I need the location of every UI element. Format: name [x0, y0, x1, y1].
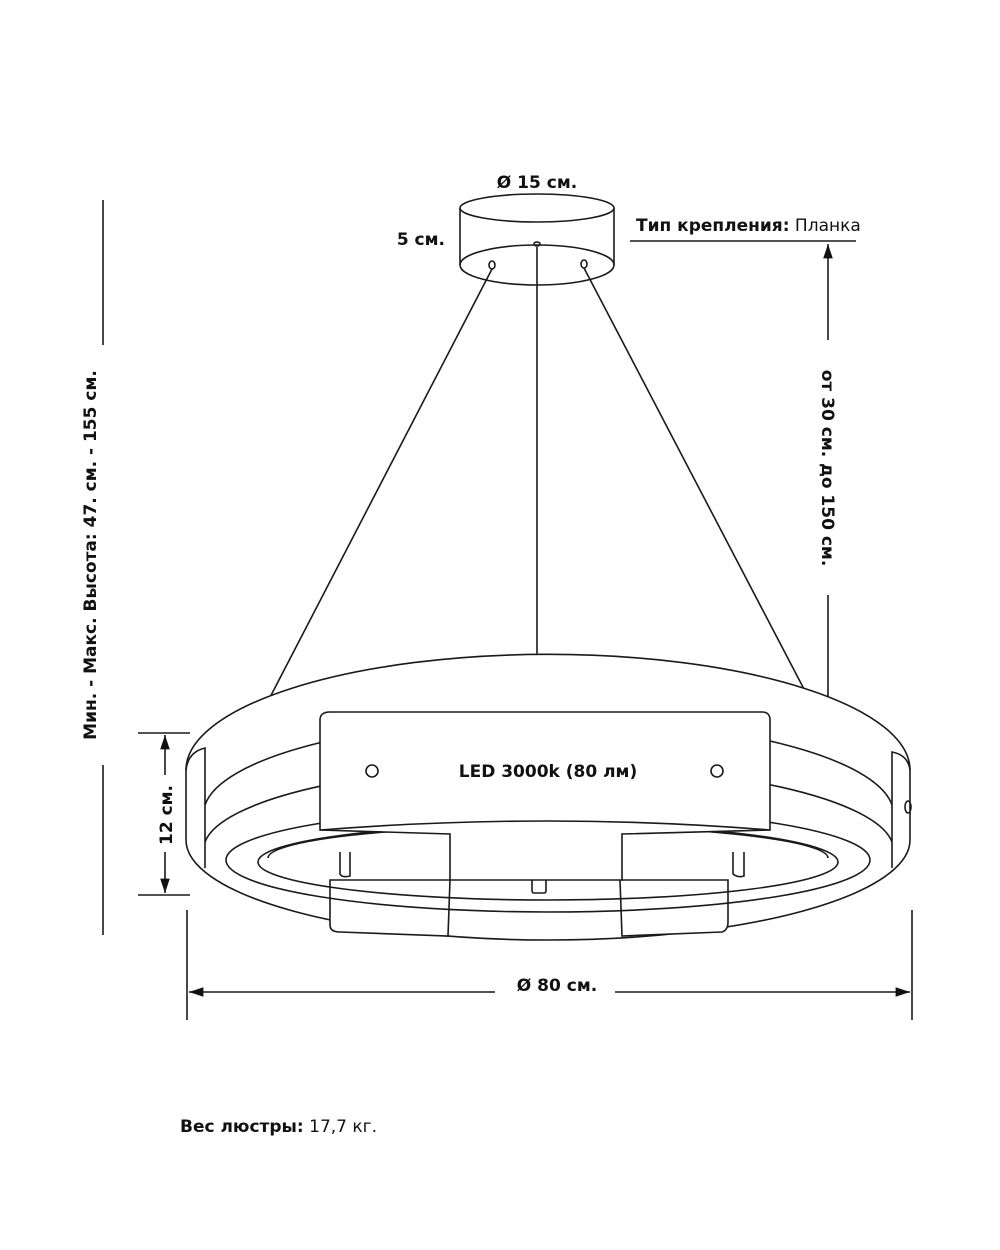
ring-body	[185, 653, 912, 941]
wire-hole	[533, 241, 541, 247]
led-label: LED 3000k (80 лм)	[459, 762, 637, 782]
canopy-diameter-label: Ø 15 см.	[497, 173, 577, 193]
mount-type: Тип крепления: Планка	[636, 216, 861, 236]
canopy-height-label: 5 см.	[397, 230, 445, 250]
suspension-wires	[251, 247, 829, 736]
overall-height-label: Мин. - Макс. Высота: 47. см. - 155 см.	[81, 370, 101, 740]
weight-label: Вес люстры: 17,7 кг.	[180, 1117, 377, 1137]
ring-diameter-label: Ø 80 см.	[517, 976, 597, 996]
screw	[365, 764, 379, 778]
screw	[710, 764, 724, 778]
suspension-range-label: от 30 см. до 150 см.	[817, 370, 837, 567]
canopy	[459, 193, 615, 286]
ring-height-label: 12 см.	[157, 785, 177, 845]
